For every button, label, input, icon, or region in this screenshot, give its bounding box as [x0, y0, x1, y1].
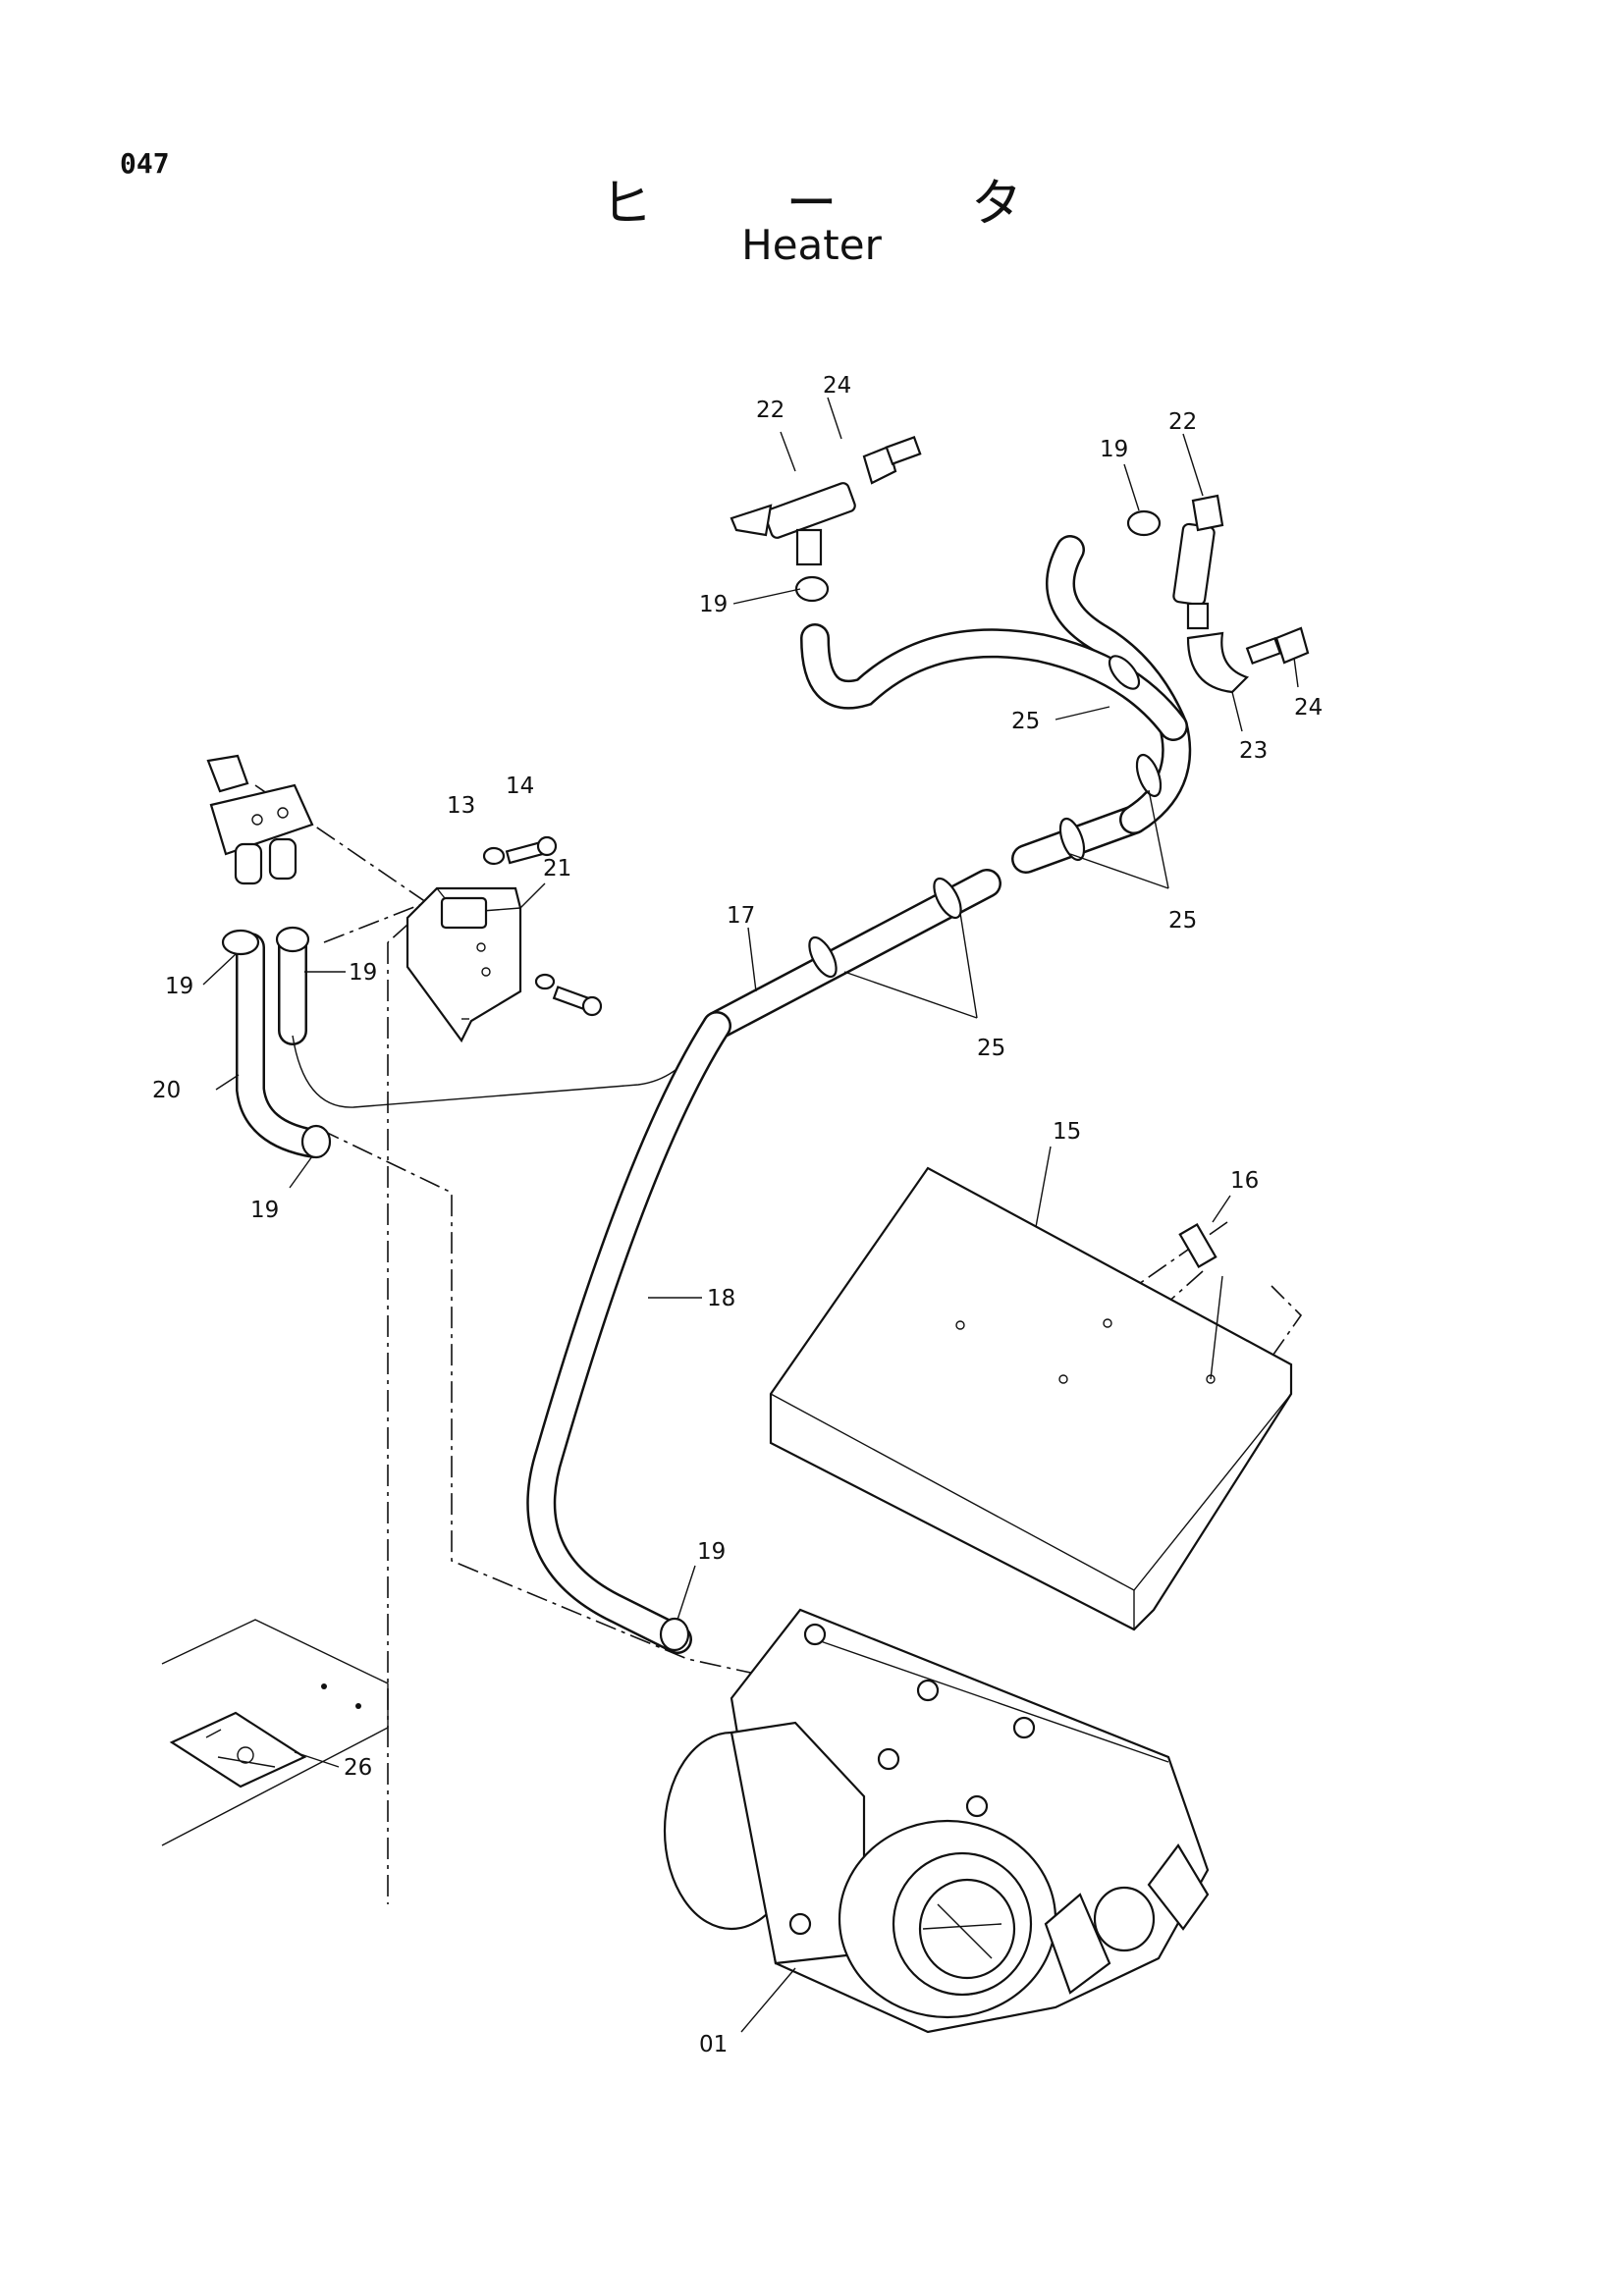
fitting-right: [1245, 626, 1310, 666]
cab-floor-corner: [161, 1619, 389, 1846]
callout-23: 23: [1239, 738, 1268, 764]
hose-clamps: [221, 509, 1163, 1652]
long-supply-line: [292, 1035, 703, 1108]
callout-labels: 24 22 19 19 22 24 23 25 25 25 17 18 13 1…: [152, 373, 1323, 2057]
heater-cover: [769, 1166, 1293, 1631]
callout-21: 21: [543, 856, 571, 881]
callout-17: 17: [727, 903, 755, 929]
page-title-japanese: ヒ ー タ: [600, 175, 1082, 234]
cover-bolt: [1178, 1223, 1223, 1380]
callout-19-left-2: 19: [349, 960, 377, 986]
callout-24-right: 24: [1294, 695, 1323, 721]
bolt-side: [534, 973, 603, 1017]
callout-24-top: 24: [823, 373, 851, 399]
callout-16: 16: [1230, 1168, 1259, 1194]
heater-unit: [663, 1608, 1210, 2034]
callout-25-top: 25: [1011, 709, 1040, 734]
caution-plate: [169, 1711, 307, 1789]
bracket: [406, 886, 522, 1043]
valve-right: [1172, 494, 1224, 630]
hose-upper-right: [800, 535, 1192, 874]
valve-left: [730, 482, 856, 566]
elbow-fitting: [1186, 631, 1250, 694]
callout-15: 15: [1053, 1119, 1081, 1145]
callout-25-right: 25: [1168, 908, 1197, 934]
fitting-top-left: [862, 436, 922, 485]
callout-25-middle: 25: [977, 1036, 1005, 1061]
callout-19-lower-left: 19: [250, 1198, 279, 1223]
page-number: 047: [120, 147, 170, 180]
leader-lines: [202, 397, 1299, 2033]
defroster-nozzle-assembly: [206, 754, 314, 885]
callout-26: 26: [344, 1755, 372, 1781]
callout-19-top-right: 19: [1100, 437, 1128, 462]
callout-19-left: 19: [165, 974, 193, 999]
callout-22-left: 22: [756, 398, 784, 423]
page-title-english: Heater: [741, 221, 882, 269]
callout-14: 14: [506, 774, 534, 799]
hose-20: [236, 933, 329, 1158]
callout-19-lower: 19: [697, 1539, 726, 1565]
callout-18: 18: [707, 1286, 735, 1311]
callout-19-upper: 19: [699, 592, 728, 617]
callout-22-right: 22: [1168, 409, 1197, 435]
hose-18: [526, 1011, 731, 1654]
callout-01: 01: [699, 2032, 728, 2057]
callout-20: 20: [152, 1078, 181, 1103]
bolt-top: [505, 835, 558, 865]
callout-13: 13: [447, 793, 475, 819]
washer: [482, 846, 506, 866]
